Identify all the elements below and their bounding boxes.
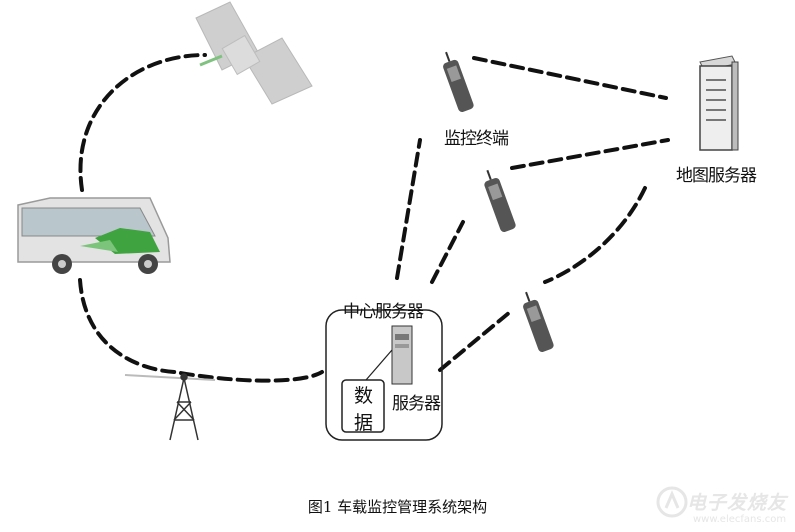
link-vehicle-satellite: [78, 53, 207, 192]
watermark-logo-icon: [656, 486, 688, 518]
data-server-label: 服务器: [392, 394, 441, 414]
figure-caption: 图1 车载监控管理系统架构: [307, 498, 488, 516]
link-monitor1-map-2: [510, 138, 670, 170]
connection-links: [78, 53, 670, 383]
mobile-terminal-icon-1: [443, 51, 474, 112]
link-center-monitor1: [395, 138, 422, 280]
link-monitor1-map: [472, 56, 668, 100]
map-server-label: 地图服务器: [676, 166, 757, 186]
link-center-monitor3: [438, 310, 512, 372]
monitor-terminal-label: 监控终端: [444, 129, 509, 149]
watermark-url: www.elecfans.com: [693, 514, 787, 525]
map-server-icon: [699, 55, 739, 151]
link-vehicle-tower: [78, 278, 324, 383]
vehicle-icon: [17, 197, 171, 274]
watermark-text: 电子发烧友: [687, 492, 788, 514]
cell-tower-icon: [124, 373, 216, 441]
data-label-char1: 数: [354, 385, 374, 407]
link-center-monitor2: [430, 220, 465, 284]
data-label-char2: 据: [354, 412, 374, 434]
center-server-label: 中心服务器: [343, 302, 424, 322]
center-server-box: [325, 309, 443, 441]
mobile-terminal-icon-3: [523, 291, 554, 352]
mobile-terminal-icon-2: [484, 169, 516, 232]
link-map-monitor3: [543, 186, 647, 284]
satellite-icon: [195, 1, 313, 105]
data-server-box: [341, 379, 385, 433]
